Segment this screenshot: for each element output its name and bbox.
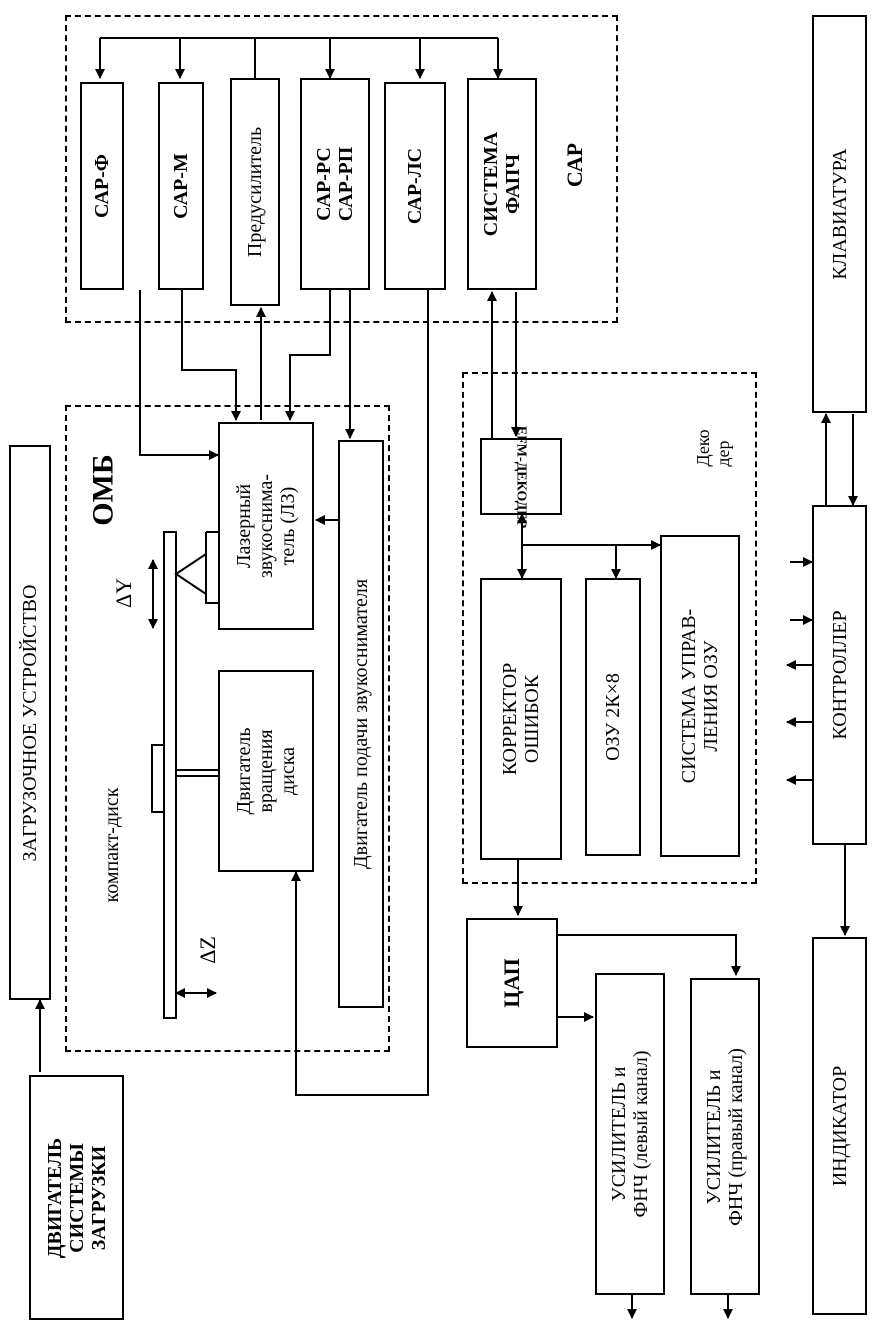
feed-motor-label: Двигатель подачи звукоснимателя: [350, 578, 372, 870]
keyboard-label: КЛАВИАТУРА: [828, 148, 851, 280]
preamp-block: Предусилитель: [230, 78, 280, 306]
omb-region: [65, 405, 390, 1052]
sar-f-block: САР-Ф: [80, 82, 124, 290]
ram-label: ОЗУ 2К×8: [602, 673, 624, 761]
sar-m-block: САР-М: [158, 82, 204, 290]
indicator-block: ИНДИКАТОР: [812, 937, 867, 1315]
sar-region-label: САР: [561, 142, 587, 188]
indicator-label: ИНДИКАТОР: [828, 1065, 851, 1187]
feed-motor-block: Двигатель подачи звукоснимателя: [338, 440, 384, 1008]
dac-label: ЦАП: [498, 958, 524, 1008]
controller-block: КОНТРОЛЛЕР: [812, 505, 867, 845]
delta-y-label: ΔY: [110, 577, 136, 609]
delta-z-label: ΔZ: [194, 936, 220, 964]
sar-ls-label: САР-ЛС: [404, 147, 426, 225]
omb-region-label: ОМБ: [86, 454, 120, 526]
dac-block: ЦАП: [466, 918, 558, 1048]
keyboard-block: КЛАВИАТУРА: [812, 15, 867, 413]
compact-disk-label: компакт-диск: [101, 787, 123, 903]
efm-decoder-block: EFM-ДЕКОДЕР: [480, 425, 562, 528]
sar-f-label: САР-Ф: [91, 154, 113, 218]
efm-decoder-label: EFM-ДЕКОДЕР: [513, 425, 529, 528]
loader-block: ЗАГРУЗОЧНОЕ УСТРОЙСТВО: [9, 445, 51, 1000]
ram-control-block: СИСТЕМА УПРАВ-ЛЕНИЯ ОЗУ: [660, 535, 740, 857]
sar-region: [65, 15, 618, 323]
loader-label: ЗАГРУЗОЧНОЕ УСТРОЙСТВО: [19, 584, 41, 861]
decoder-region: [462, 372, 757, 884]
ram-block: ОЗУ 2К×8: [585, 578, 641, 856]
sar-ls-block: САР-ЛС: [384, 82, 446, 290]
sar-m-label: САР-М: [170, 153, 192, 219]
preamp-label: Предусилитель: [244, 126, 266, 258]
ram-control-label: СИСТЕМА УПРАВ-ЛЕНИЯ ОЗУ: [678, 608, 722, 784]
controller-label: КОНТРОЛЛЕР: [828, 610, 851, 740]
